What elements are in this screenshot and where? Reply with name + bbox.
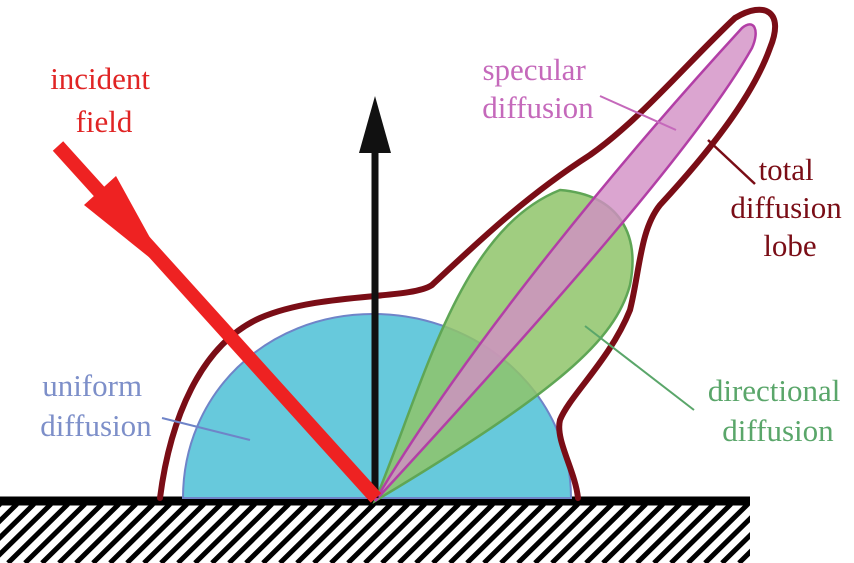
hatch-line bbox=[278, 504, 342, 563]
hatch-line bbox=[125, 504, 189, 563]
hatch-line bbox=[380, 504, 444, 563]
hatch-line bbox=[601, 504, 665, 563]
specular-diffusion-lobe bbox=[373, 23, 757, 502]
hatch-line bbox=[159, 504, 223, 563]
hatch-line bbox=[790, 504, 850, 563]
hatch-line bbox=[261, 504, 325, 563]
hatch-line bbox=[295, 504, 359, 563]
hatch-line bbox=[57, 504, 121, 563]
hatch-line bbox=[448, 504, 512, 563]
hatch-line bbox=[431, 504, 495, 563]
incident-label: incident field bbox=[50, 61, 158, 139]
hatch-line bbox=[756, 504, 816, 563]
hatch-line bbox=[0, 504, 36, 541]
hatch-line bbox=[74, 504, 138, 563]
hatch-line bbox=[23, 504, 87, 563]
directional-label-line2: diffusion bbox=[722, 413, 834, 448]
total-leader-line bbox=[707, 139, 756, 185]
hatch-line bbox=[516, 504, 580, 563]
hatch-line bbox=[652, 504, 716, 563]
incident-label-line2: field bbox=[76, 104, 133, 139]
hatch-line bbox=[142, 504, 206, 563]
total-diffusion-lobe-outline bbox=[157, 6, 778, 501]
hatch-line bbox=[0, 504, 19, 525]
hatch-line bbox=[499, 504, 563, 563]
hatch-line bbox=[635, 504, 699, 563]
hatch-line bbox=[363, 504, 427, 563]
uniform-label-line1: uniform bbox=[42, 368, 142, 403]
uniform-leader-line bbox=[161, 417, 251, 441]
hatch-line bbox=[210, 504, 274, 563]
hatch-line bbox=[346, 504, 410, 563]
total-label-line2: diffusion bbox=[730, 190, 842, 225]
specular-label: specular diffusion bbox=[482, 52, 594, 125]
hatch-line bbox=[773, 504, 833, 563]
hatch-line bbox=[584, 504, 648, 563]
specular-label-line2: diffusion bbox=[482, 90, 594, 125]
hatch-line bbox=[227, 504, 291, 563]
hatch-line bbox=[567, 504, 631, 563]
specular-leader-line bbox=[599, 95, 677, 131]
hatch-line bbox=[244, 504, 308, 563]
hatch-line bbox=[414, 504, 478, 563]
hatch-line bbox=[312, 504, 376, 563]
hatch-line bbox=[329, 504, 393, 563]
hatch-line bbox=[703, 515, 750, 563]
incident-arrowhead bbox=[84, 176, 170, 274]
hatch-line bbox=[737, 548, 750, 563]
total-label: total diffusion lobe bbox=[730, 152, 849, 263]
hatch-line bbox=[533, 504, 597, 563]
hatch-line bbox=[465, 504, 529, 563]
hatch-line bbox=[91, 504, 155, 563]
normal-arrowhead bbox=[359, 96, 391, 153]
hatch-line bbox=[482, 504, 546, 563]
uniform-label: uniform diffusion bbox=[40, 368, 152, 443]
hatch-line bbox=[397, 504, 461, 563]
hatch-line bbox=[618, 504, 682, 563]
hatch-line bbox=[193, 504, 257, 563]
directional-label: directional diffusion bbox=[708, 373, 848, 448]
hatch-line bbox=[0, 504, 53, 558]
total-label-line1: total bbox=[759, 152, 814, 187]
hatch-line bbox=[6, 504, 70, 563]
hatch-line bbox=[686, 504, 750, 563]
ground-hatching bbox=[0, 504, 850, 563]
directional-leader-line bbox=[584, 325, 695, 411]
hatch-line bbox=[176, 504, 240, 563]
hatch-line bbox=[720, 531, 750, 563]
specular-label-line1: specular bbox=[482, 52, 586, 87]
uniform-label-line2: diffusion bbox=[40, 408, 152, 443]
hatch-line bbox=[108, 504, 172, 563]
hatch-line bbox=[669, 504, 733, 563]
incident-label-line1: incident bbox=[50, 61, 150, 96]
total-label-line3: lobe bbox=[763, 228, 816, 263]
hatch-line bbox=[550, 504, 614, 563]
directional-label-line1: directional bbox=[708, 373, 841, 408]
hatch-line bbox=[40, 504, 104, 563]
